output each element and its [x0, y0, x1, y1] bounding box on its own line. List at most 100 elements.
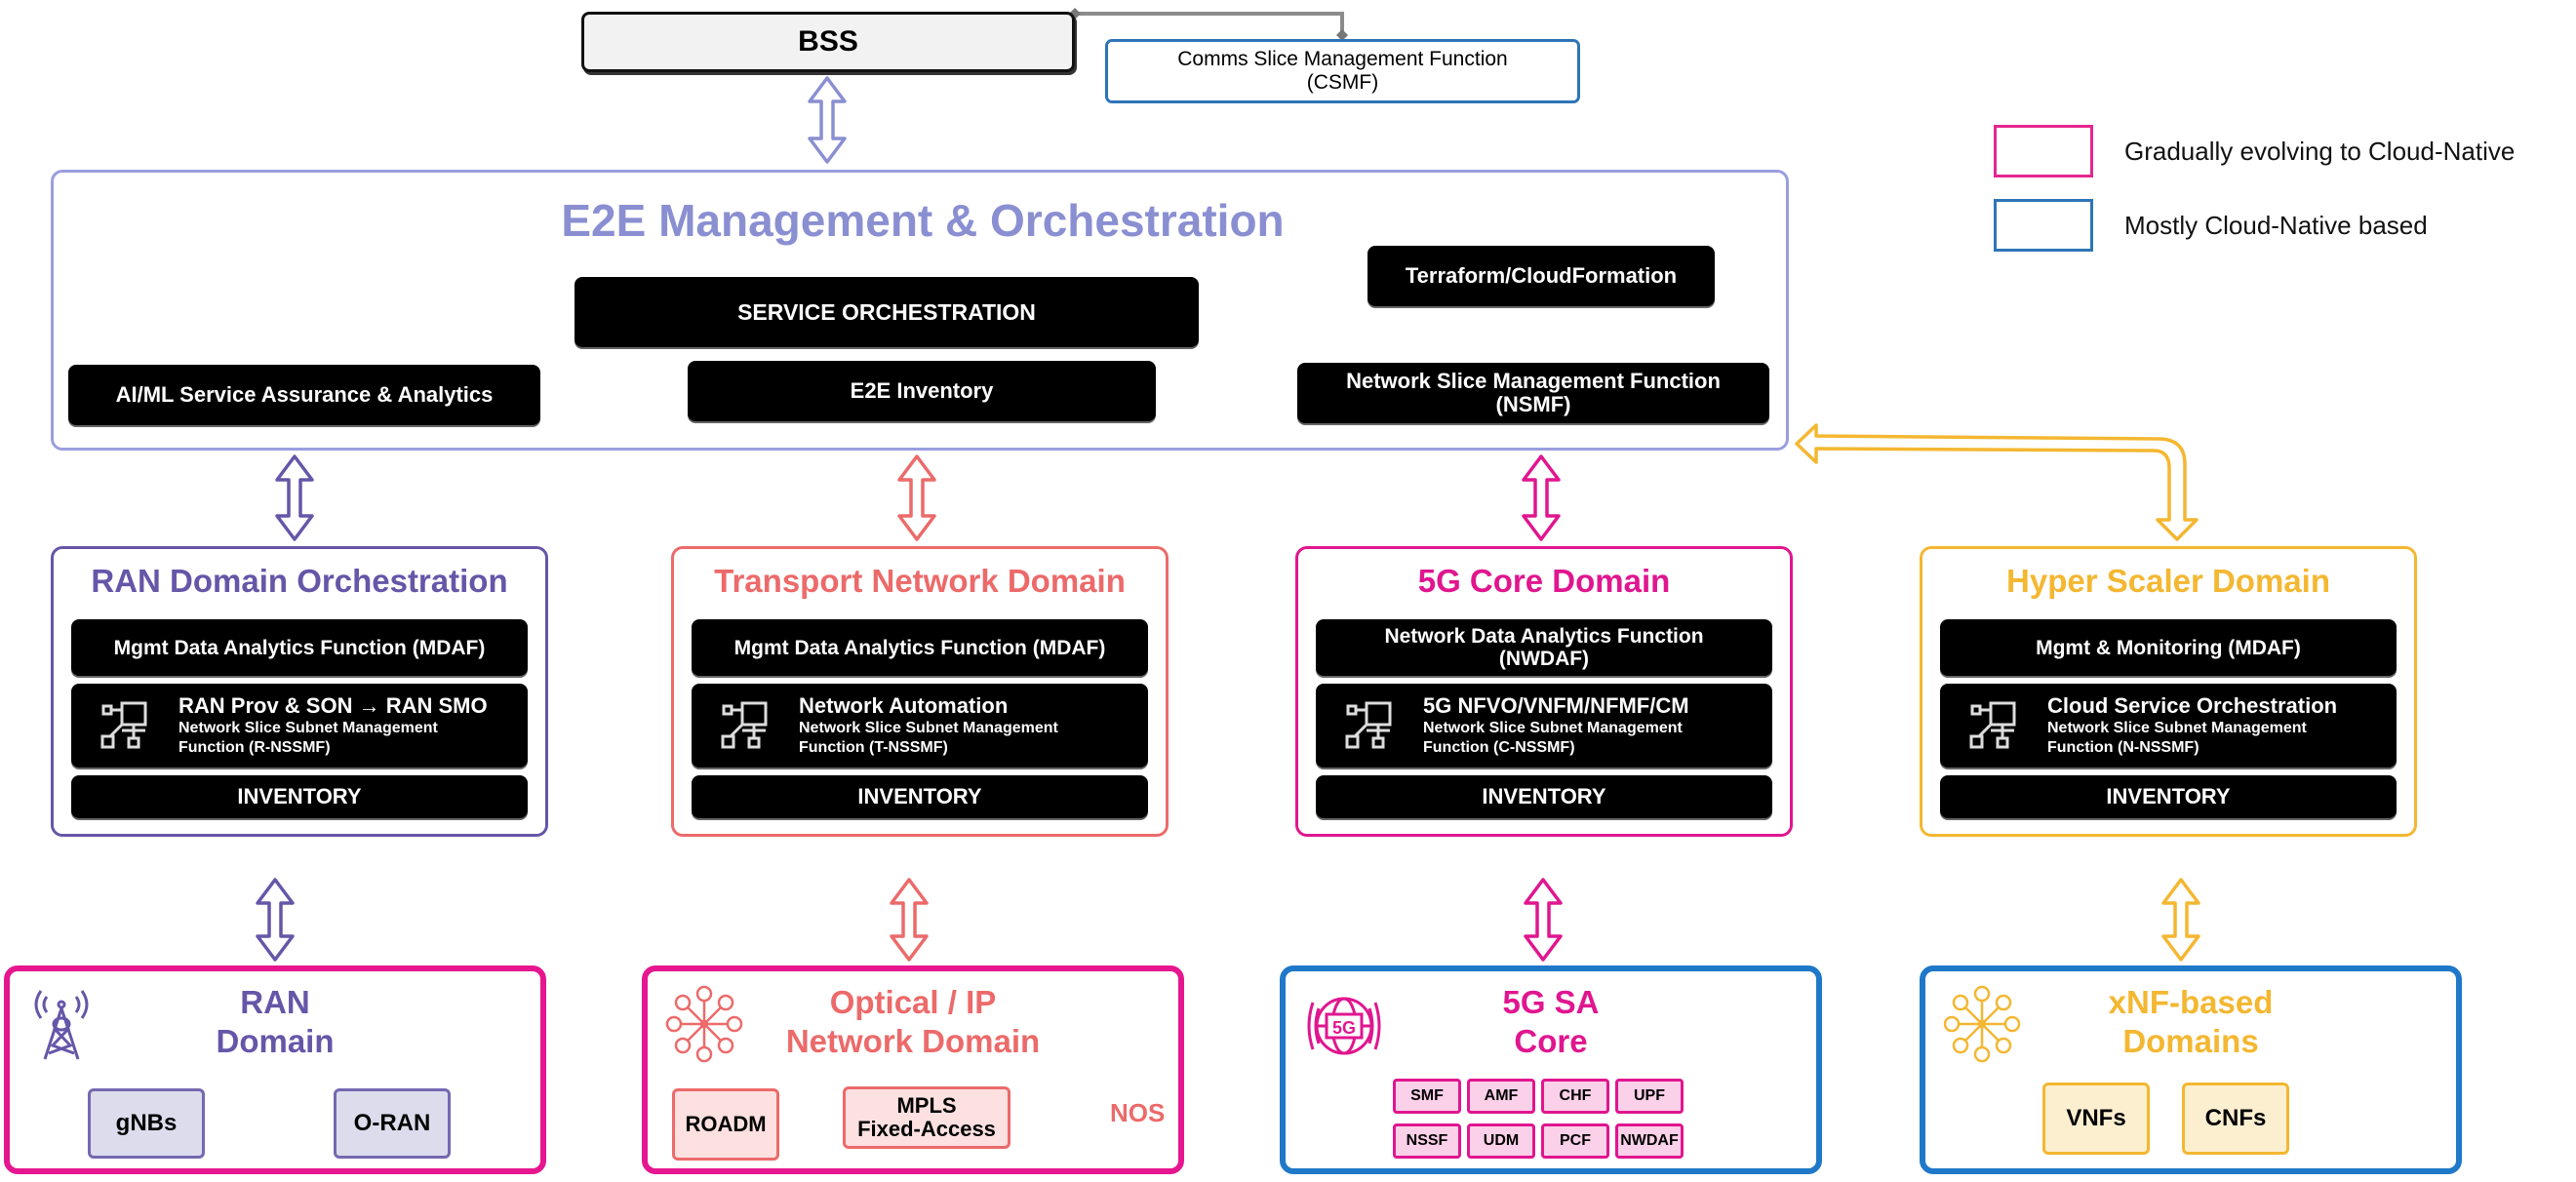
legend: Gradually evolving to Cloud-Native Mostl… — [1994, 125, 2515, 252]
inventory-block[interactable]: INVENTORY — [1316, 775, 1772, 818]
network-function-chip[interactable]: PCF — [1541, 1123, 1609, 1159]
e2e-transport-arrow — [897, 454, 936, 541]
inventory-block[interactable]: INVENTORY — [1940, 775, 2397, 818]
hyperscaler-e2e-arrow — [1795, 423, 2199, 541]
bss-box[interactable]: BSS — [581, 12, 1075, 72]
analytics-function-label: Mgmt & Monitoring (MDAF) — [2036, 636, 2301, 659]
network-function-chip[interactable]: AMF — [1467, 1079, 1535, 1114]
nsmf-block[interactable]: Network Slice Management Function (NSMF) — [1297, 363, 1769, 423]
ran-domain-title-line2: Domain — [216, 1023, 335, 1059]
analytics-function-label: Mgmt Data Analytics Function (MDAF) — [113, 636, 486, 659]
network-topology-icon — [692, 701, 799, 750]
nsmf-label-line1: Network Slice Management Function — [1346, 369, 1721, 393]
nsmf-label-line2: (NSMF) — [1495, 392, 1571, 416]
analytics-function-block[interactable]: Network Data Analytics Function (NWDAF) — [1316, 619, 1772, 676]
network-function-chip[interactable]: CHF — [1541, 1079, 1609, 1114]
inventory-block[interactable]: INVENTORY — [71, 775, 528, 818]
optical-ip-domain-box: Optical / IP Network Domain ROADM MPLS F… — [642, 965, 1184, 1174]
network-topology-icon — [1316, 701, 1423, 750]
nssmf-subtitle-line2: Function (R-NSSMF) — [178, 739, 331, 756]
analytics-function-label-line2: (NWDAF) — [1498, 648, 1590, 670]
terraform-block[interactable]: Terraform/CloudFormation — [1367, 246, 1715, 306]
network-function-chip[interactable]: NSSF — [1393, 1123, 1461, 1159]
inventory-label: INVENTORY — [857, 784, 982, 808]
e2e-inventory-block[interactable]: E2E Inventory — [688, 361, 1156, 421]
ran-domain-title-line1: RAN — [240, 984, 310, 1020]
5g-icon-text: 5G — [1332, 1018, 1356, 1038]
nssmf-subtitle-line1: Network Slice Subnet Management — [1423, 720, 1683, 736]
hyperscaler-xnf-arrow — [2161, 878, 2200, 962]
nssmf-title: 5G NFVO/VNFM/NFMF/CM — [1423, 693, 1689, 718]
nssmf-subtitle-line2: Function (N-NSSMF) — [2047, 739, 2200, 756]
hyperscaler-domain-orchestration-box: Hyper Scaler Domain Mgmt & Monitoring (M… — [1920, 546, 2417, 837]
vnfs-label: VNFs — [2066, 1105, 2126, 1131]
core-title-line2: Core — [1514, 1023, 1588, 1059]
domain-title: RAN Domain Orchestration — [91, 563, 508, 599]
analytics-function-block[interactable]: Mgmt & Monitoring (MDAF) — [1940, 619, 2397, 676]
nssmf-subtitle-line1: Network Slice Subnet Management — [178, 720, 438, 736]
legend-swatch-cloud-native — [1994, 199, 2093, 252]
inventory-label: INVENTORY — [1482, 784, 1606, 808]
network-function-chip[interactable]: SMF — [1393, 1079, 1461, 1114]
mpls-label-line2: Fixed-Access — [857, 1117, 996, 1141]
gnbs-chip[interactable]: gNBs — [88, 1088, 205, 1159]
e2e-title: E2E Management & Orchestration — [561, 195, 1285, 246]
terraform-label: Terraform/CloudFormation — [1405, 263, 1678, 288]
analytics-function-block[interactable]: Mgmt Data Analytics Function (MDAF) — [692, 619, 1148, 676]
nssmf-block[interactable]: Network Automation Network Slice Subnet … — [692, 684, 1148, 768]
legend-item-cloud-native: Mostly Cloud-Native based — [1994, 199, 2515, 252]
ran-domain-orchestration-box: RAN Domain Orchestration Mgmt Data Analy… — [51, 546, 548, 837]
core-domain-orchestration-box: 5G Core Domain Network Data Analytics Fu… — [1295, 546, 1793, 837]
bss-csmf-connector — [1075, 12, 1344, 39]
bss-e2e-arrow — [808, 76, 847, 164]
nos-label: NOS — [1110, 1098, 1166, 1127]
gnbs-label: gNBs — [115, 1110, 178, 1136]
ran-orch-ran-domain-arrow — [256, 878, 295, 962]
transport-domain-orchestration-box: Transport Network Domain Mgmt Data Analy… — [671, 546, 1169, 837]
network-function-chip[interactable]: NWDAF — [1615, 1123, 1684, 1159]
domain-title: 5G Core Domain — [1417, 563, 1671, 599]
nssmf-subtitle-line2: Function (C-NSSMF) — [1423, 739, 1575, 756]
network-topology-icon — [71, 701, 178, 750]
analytics-function-label: Network Data Analytics Function — [1384, 625, 1704, 648]
nssmf-block[interactable]: RAN Prov & SON → RAN SMO Network Slice S… — [71, 684, 528, 768]
aiml-assurance-block[interactable]: AI/ML Service Assurance & Analytics — [68, 365, 540, 425]
e2e-inventory-label: E2E Inventory — [850, 378, 994, 403]
optical-title-line1: Optical / IP — [829, 984, 997, 1020]
cnfs-chip[interactable]: CNFs — [2182, 1083, 2289, 1155]
5g-globe-icon: 5G — [1303, 985, 1385, 1071]
mpls-chip[interactable]: MPLS Fixed-Access — [843, 1086, 1011, 1149]
network-function-chip[interactable]: UPF — [1615, 1079, 1684, 1114]
csmf-label-line1: Comms Slice Management Function — [1177, 48, 1508, 70]
ran-domain-box: RAN Domain gNBs O-RAN — [4, 965, 546, 1174]
csmf-box[interactable]: Comms Slice Management Function (CSMF) — [1105, 39, 1580, 103]
legend-label-evolving: Gradually evolving to Cloud-Native — [2124, 136, 2516, 166]
hub-network-icon — [665, 985, 743, 1067]
nssmf-block[interactable]: Cloud Service Orchestration Network Slic… — [1940, 684, 2397, 768]
network-function-chip[interactable]: UDM — [1467, 1123, 1535, 1159]
nssmf-title: Network Automation — [799, 693, 1009, 718]
inventory-block[interactable]: INVENTORY — [692, 775, 1148, 818]
nssmf-block[interactable]: 5G NFVO/VNFM/NFMF/CM Network Slice Subne… — [1316, 684, 1772, 768]
analytics-function-block[interactable]: Mgmt Data Analytics Function (MDAF) — [71, 619, 528, 676]
inventory-label: INVENTORY — [237, 784, 362, 808]
legend-item-evolving: Gradually evolving to Cloud-Native — [1994, 125, 2515, 177]
transport-optical-arrow — [890, 878, 929, 962]
cnfs-label: CNFs — [2204, 1105, 2267, 1131]
mpls-label-line1: MPLS — [896, 1093, 957, 1118]
oran-chip[interactable]: O-RAN — [334, 1088, 451, 1159]
core-5gsa-arrow — [1524, 878, 1563, 962]
aiml-label: AI/ML Service Assurance & Analytics — [115, 382, 494, 407]
hub-network-icon — [1943, 985, 2021, 1067]
legend-swatch-evolving — [1994, 125, 2093, 177]
nssmf-title: RAN Prov & SON → RAN SMO — [178, 693, 488, 718]
nssmf-subtitle-line1: Network Slice Subnet Management — [799, 720, 1058, 736]
xnf-title-line2: Domains — [2122, 1023, 2259, 1059]
roadm-chip[interactable]: ROADM — [672, 1088, 779, 1161]
domain-title: Hyper Scaler Domain — [2006, 563, 2330, 599]
oran-label: O-RAN — [353, 1110, 431, 1136]
optical-title-line2: Network Domain — [785, 1023, 1041, 1059]
roadm-label: ROADM — [685, 1112, 767, 1136]
vnfs-chip[interactable]: VNFs — [2042, 1083, 2150, 1155]
service-orchestration-block[interactable]: SERVICE ORCHESTRATION — [575, 277, 1199, 347]
